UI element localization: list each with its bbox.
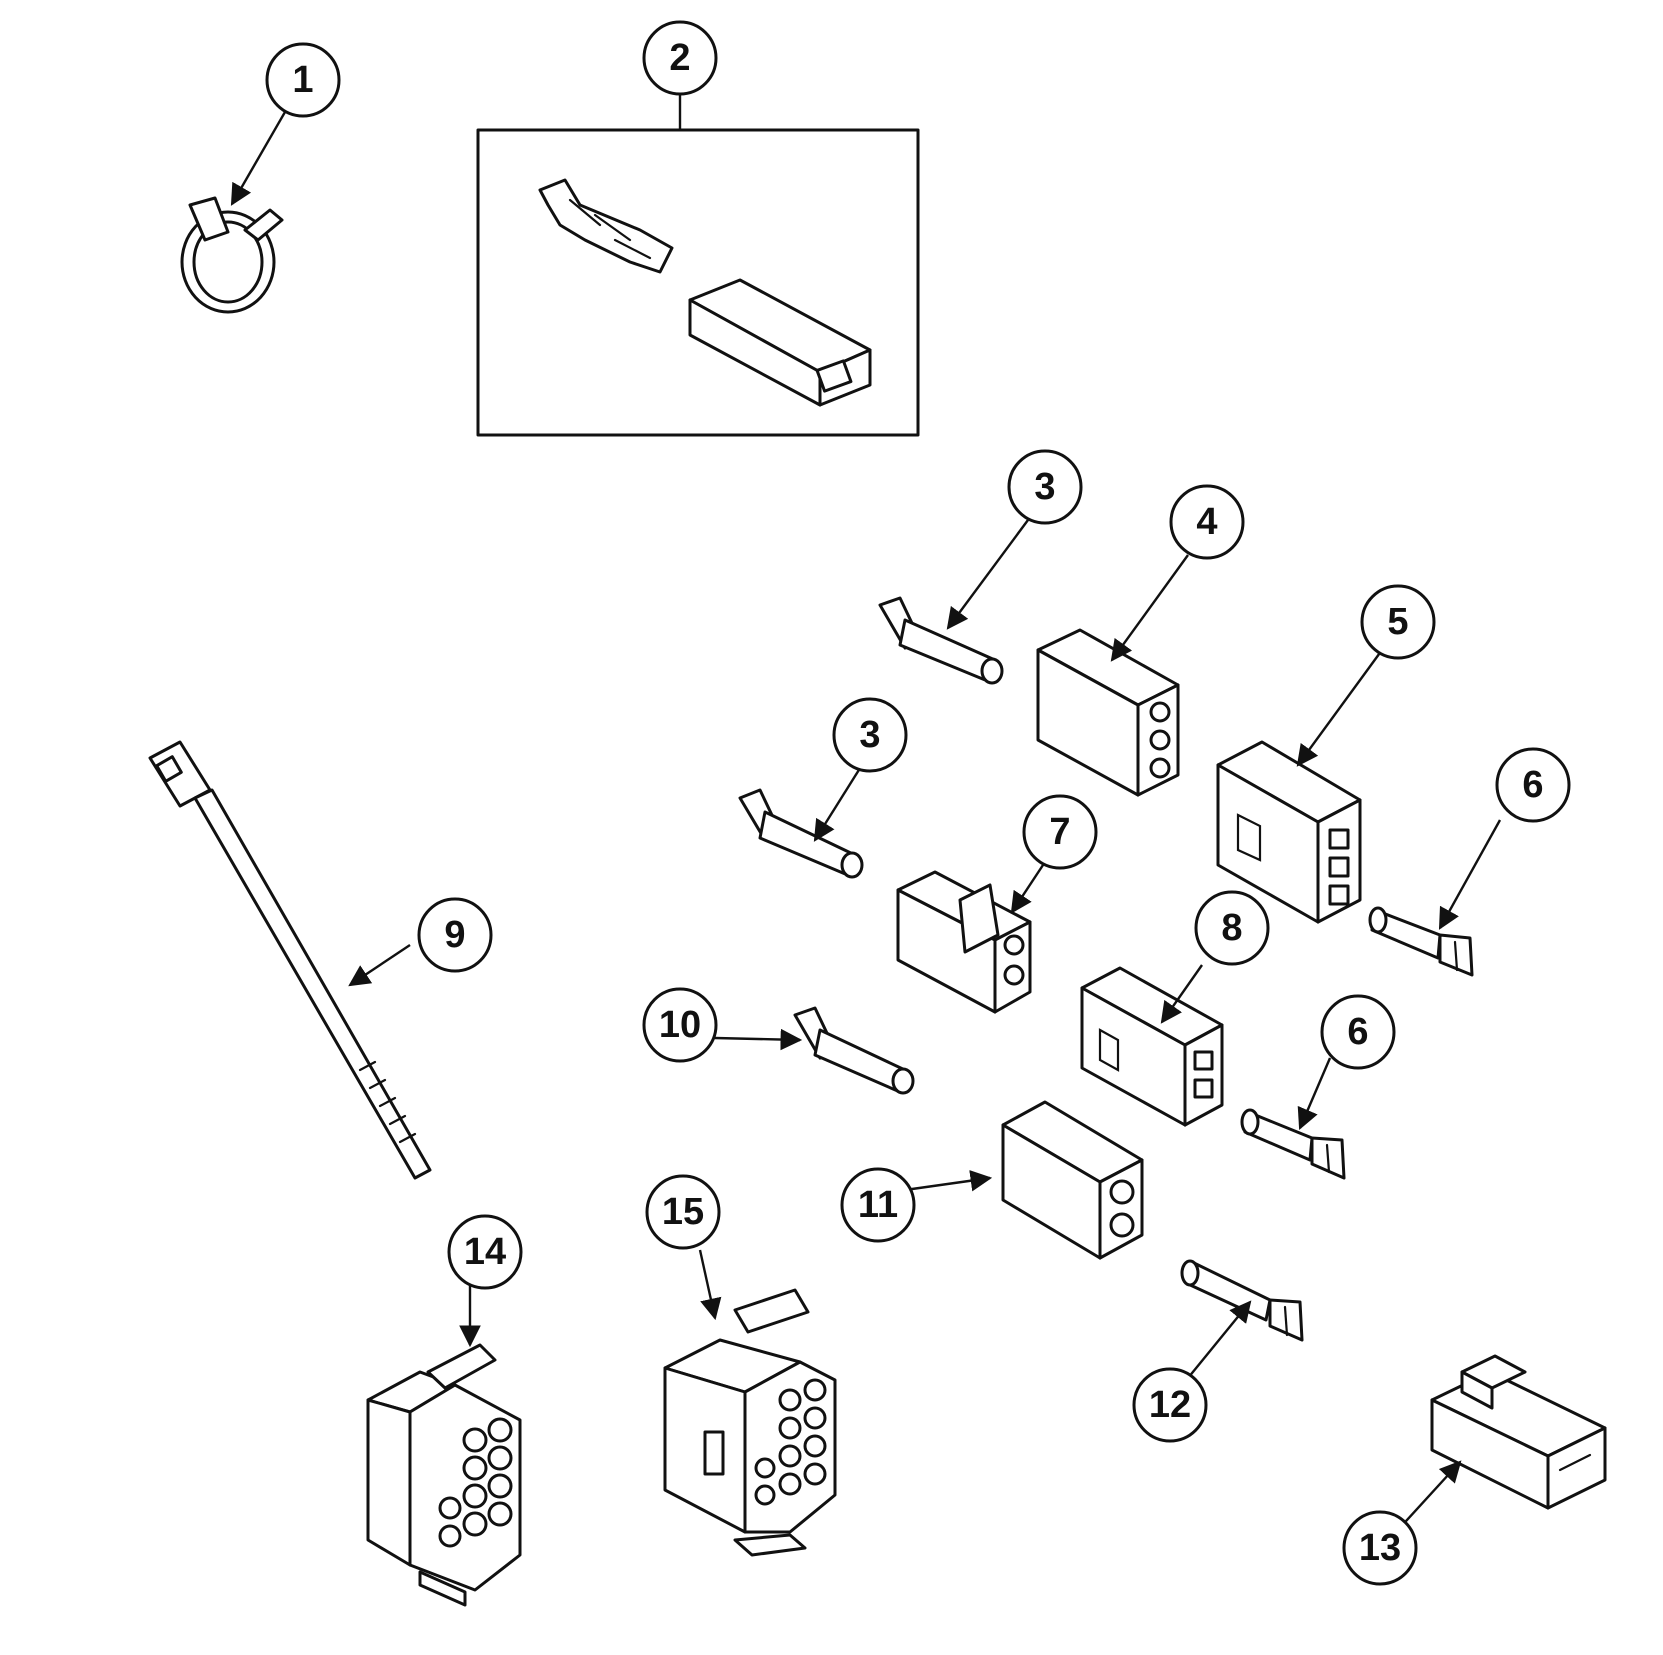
callout-5-label: 5 xyxy=(1387,601,1408,643)
part-6-receptacle-terminal-lower xyxy=(1240,1108,1346,1180)
leader-6a xyxy=(1438,819,1502,930)
leader-11 xyxy=(904,1170,993,1192)
callout-11-label: 11 xyxy=(858,1184,898,1226)
part-7-two-way-housing xyxy=(896,870,1032,1014)
callout-6-upper-label: 6 xyxy=(1522,764,1543,806)
callout-6-lower-label: 6 xyxy=(1347,1011,1368,1053)
callout-9-label: 9 xyxy=(444,914,465,956)
part-3-pin-terminal-upper xyxy=(878,596,1004,685)
leader-3b xyxy=(813,764,864,842)
callout-5: 5 xyxy=(1360,584,1436,660)
leader-9 xyxy=(348,944,411,987)
part-15-multi-pin-housing xyxy=(663,1288,837,1557)
leader-4 xyxy=(1110,554,1189,662)
callout-11: 11 xyxy=(840,1167,916,1243)
callout-4: 4 xyxy=(1169,484,1245,560)
leader-7 xyxy=(1010,861,1047,914)
callout-12-label: 12 xyxy=(1149,1384,1191,1426)
callout-6-lower: 6 xyxy=(1320,994,1396,1070)
callout-15-label: 15 xyxy=(662,1191,704,1233)
callout-2-label: 2 xyxy=(669,37,690,79)
callout-3-lower: 3 xyxy=(832,697,908,773)
callout-14: 14 xyxy=(447,1214,523,1290)
part-6-receptacle-terminal-upper xyxy=(1368,906,1474,977)
leader-10 xyxy=(714,1028,803,1051)
callout-14-label: 14 xyxy=(464,1231,506,1273)
callout-12: 12 xyxy=(1132,1367,1208,1443)
callout-9: 9 xyxy=(417,897,493,973)
part-14-multi-pin-housing xyxy=(366,1343,522,1607)
callout-13: 13 xyxy=(1342,1510,1418,1586)
callout-13-label: 13 xyxy=(1359,1527,1401,1569)
callout-4-label: 4 xyxy=(1196,501,1217,543)
part-4-three-way-housing xyxy=(1036,628,1180,797)
callout-1-label: 1 xyxy=(292,59,313,101)
part-12-pin-terminal xyxy=(1180,1259,1304,1342)
leader-12 xyxy=(1187,1300,1252,1379)
leader-8 xyxy=(1160,964,1203,1024)
part-10-pin-terminal xyxy=(793,1006,915,1095)
part-1-wire-clamp xyxy=(180,196,284,314)
callout-7: 7 xyxy=(1022,794,1098,870)
part-2-spade-terminal xyxy=(538,178,674,274)
part-3-pin-terminal-lower xyxy=(738,788,864,879)
leader-lines xyxy=(230,92,1502,1556)
leader-6b xyxy=(1297,1057,1332,1130)
callout-10-label: 10 xyxy=(659,1004,701,1046)
callout-15: 15 xyxy=(645,1174,721,1250)
part-8-two-way-receptacle xyxy=(1080,966,1224,1127)
callout-8: 8 xyxy=(1194,890,1270,966)
callout-3-lower-label: 3 xyxy=(859,714,880,756)
callout-3-upper: 3 xyxy=(1007,449,1083,525)
leader-3a xyxy=(946,519,1029,630)
part-2-insulator-housing xyxy=(688,278,872,407)
part-13-connector-housing xyxy=(1430,1354,1607,1510)
leader-15 xyxy=(698,1249,722,1321)
callout-1: 1 xyxy=(265,42,341,118)
leader-1 xyxy=(230,111,287,206)
part-2-terminal-kit xyxy=(476,128,920,437)
part-11-two-way-housing xyxy=(1001,1100,1144,1260)
callout-6-upper: 6 xyxy=(1495,747,1571,823)
part-5-three-way-receptacle xyxy=(1216,740,1362,924)
callout-10: 10 xyxy=(642,987,718,1063)
callout-7-label: 7 xyxy=(1049,811,1070,853)
callout-3-upper-label: 3 xyxy=(1034,466,1055,508)
callout-2: 2 xyxy=(642,20,718,96)
callout-8-label: 8 xyxy=(1221,907,1242,949)
leader-5 xyxy=(1296,649,1383,767)
part-9-cable-tie xyxy=(148,740,432,1180)
